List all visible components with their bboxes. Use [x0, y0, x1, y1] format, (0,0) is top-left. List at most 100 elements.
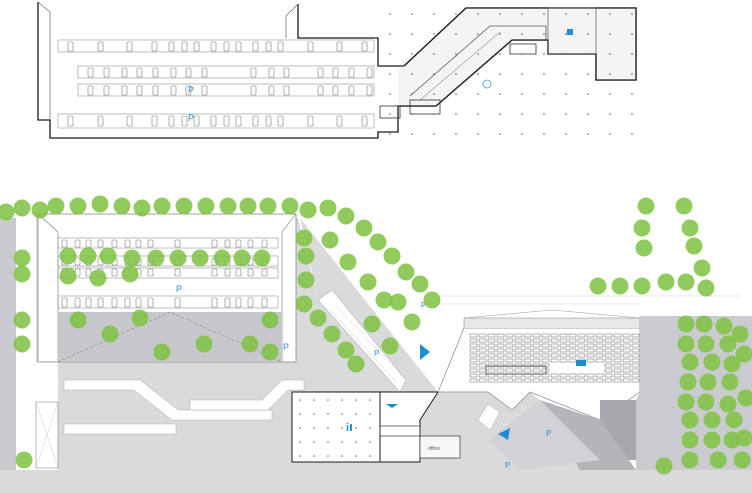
- column-dot: [587, 133, 589, 135]
- seat-row-block: [568, 348, 577, 353]
- column-dot: [631, 73, 633, 75]
- column-dot: [455, 53, 457, 55]
- parked-car: [97, 297, 104, 308]
- parked-car: [317, 67, 324, 78]
- seat-row-block: [568, 333, 577, 338]
- tree: [633, 277, 651, 295]
- tree: [239, 197, 257, 215]
- seat-row-block: [532, 358, 541, 363]
- seat-row-block: [514, 338, 523, 343]
- column-dot: [543, 133, 545, 135]
- seat-row-block: [514, 348, 523, 353]
- tree: [321, 231, 339, 249]
- column-dot: [631, 13, 633, 15]
- seat-row-block: [523, 363, 532, 368]
- tree: [169, 249, 187, 267]
- diagonal-ramp: [317, 289, 407, 393]
- upper-floor-plan: P P: [37, 1, 637, 139]
- seat-row-block: [631, 373, 640, 378]
- tree: [681, 353, 699, 371]
- seat-row-block: [586, 358, 595, 363]
- seat-row-block: [469, 338, 478, 343]
- column-dot: [369, 441, 371, 443]
- tree: [319, 199, 337, 217]
- seat-row-block: [622, 368, 631, 373]
- seat-row-block: [505, 378, 514, 383]
- tree: [681, 431, 699, 449]
- column-dot: [499, 93, 501, 95]
- seat-row-block: [604, 348, 613, 353]
- tree: [297, 247, 315, 265]
- column-dot: [477, 133, 479, 135]
- seat-row-block: [622, 333, 631, 338]
- column-dot: [355, 413, 357, 415]
- parked-car: [361, 115, 368, 127]
- parked-car: [201, 85, 208, 96]
- seat-row-block: [613, 363, 622, 368]
- tree: [679, 373, 697, 391]
- seat-row-block: [541, 358, 550, 363]
- trees: [0, 195, 752, 475]
- seat-row-block: [514, 353, 523, 358]
- tree: [339, 253, 357, 271]
- parked-car: [247, 297, 254, 308]
- column-dot: [433, 73, 435, 75]
- column-dot: [631, 33, 633, 35]
- seat-row-block: [469, 358, 478, 363]
- column-dot: [543, 73, 545, 75]
- deck-courtyard: [58, 312, 282, 362]
- column-dot: [521, 93, 523, 95]
- parked-car: [348, 85, 355, 96]
- seat-row-block: [586, 353, 595, 358]
- tree: [721, 373, 739, 391]
- seat-row-block: [514, 343, 523, 348]
- parked-car: [74, 239, 81, 248]
- upper-column-grid: [389, 13, 633, 135]
- tree: [657, 273, 675, 291]
- tree: [295, 229, 313, 247]
- seat-row-block: [469, 343, 478, 348]
- column-dot: [433, 133, 435, 135]
- column-dot: [455, 73, 457, 75]
- tree: [299, 201, 317, 219]
- tree: [723, 355, 741, 373]
- parked-car: [87, 67, 94, 78]
- tree: [261, 311, 279, 329]
- column-dot: [565, 93, 567, 95]
- tree: [677, 335, 695, 353]
- seat-row-block: [595, 338, 604, 343]
- parked-car: [223, 41, 230, 52]
- parked-car: [210, 115, 217, 127]
- seat-row-block: [631, 338, 640, 343]
- parked-car: [210, 41, 217, 52]
- ramp-parking-label-2: P: [421, 301, 426, 310]
- column-dot: [609, 53, 611, 55]
- parked-car: [235, 41, 242, 52]
- seat-row-block: [514, 333, 523, 338]
- seat-row-block: [532, 368, 541, 373]
- parked-car: [235, 239, 242, 248]
- parked-car: [332, 67, 339, 78]
- upper-parking-rows: [57, 39, 375, 129]
- tree: [13, 199, 31, 217]
- parked-car: [250, 85, 257, 96]
- tree: [703, 411, 721, 429]
- parked-car: [211, 239, 218, 248]
- tree: [131, 309, 149, 327]
- tree: [411, 275, 429, 293]
- column-dot: [477, 113, 479, 115]
- column-dot: [369, 399, 371, 401]
- tree: [121, 265, 139, 283]
- tree: [737, 389, 752, 407]
- tree: [423, 291, 441, 309]
- seat-row-block: [613, 368, 622, 373]
- column-dot: [389, 33, 391, 35]
- column-dot: [411, 133, 413, 135]
- column-dot: [299, 427, 301, 429]
- seat-row-block: [577, 353, 586, 358]
- column-dot: [433, 33, 435, 35]
- parked-car: [168, 41, 175, 52]
- seat-row-block: [532, 338, 541, 343]
- parked-car: [361, 41, 368, 52]
- parked-car: [111, 297, 118, 308]
